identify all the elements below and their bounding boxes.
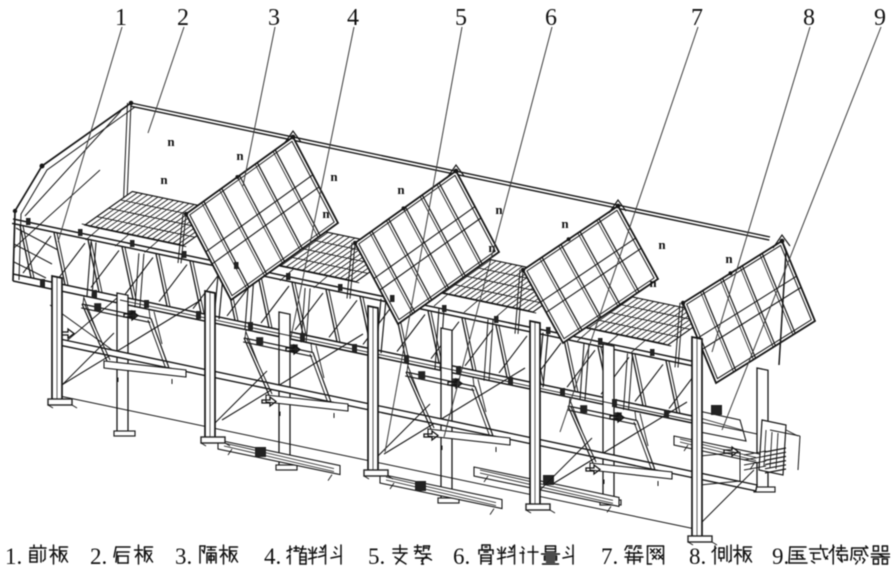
svg-text:1: 1 — [115, 5, 127, 31]
svg-text:n: n — [330, 169, 338, 184]
svg-text:8: 8 — [803, 5, 815, 31]
svg-text:n: n — [322, 206, 330, 221]
svg-text:n: n — [725, 251, 733, 266]
svg-text:n: n — [488, 240, 496, 255]
svg-text:6: 6 — [545, 5, 557, 31]
svg-text:8.: 8. — [689, 544, 706, 569]
svg-text:7.: 7. — [601, 544, 618, 569]
svg-text:n: n — [397, 182, 405, 197]
svg-text:3.: 3. — [175, 544, 192, 569]
svg-text:4.: 4. — [264, 544, 281, 569]
svg-text:7: 7 — [691, 5, 703, 31]
svg-text:n: n — [495, 202, 503, 217]
svg-text:1.: 1. — [5, 544, 22, 569]
svg-text:n: n — [649, 275, 657, 290]
svg-text:n: n — [167, 134, 175, 149]
svg-text:2.: 2. — [90, 544, 107, 569]
svg-text:n: n — [658, 237, 666, 252]
svg-text:n: n — [561, 216, 569, 231]
svg-text:5: 5 — [455, 5, 467, 31]
svg-text:5.: 5. — [368, 544, 385, 569]
svg-text:4: 4 — [347, 5, 359, 31]
svg-text:6.: 6. — [453, 544, 470, 569]
svg-text:3: 3 — [268, 5, 280, 31]
svg-text:n: n — [236, 148, 244, 163]
svg-text:9.: 9. — [772, 544, 789, 569]
svg-text:n: n — [160, 172, 168, 187]
svg-text:2: 2 — [177, 5, 189, 31]
svg-text:9: 9 — [874, 5, 886, 31]
